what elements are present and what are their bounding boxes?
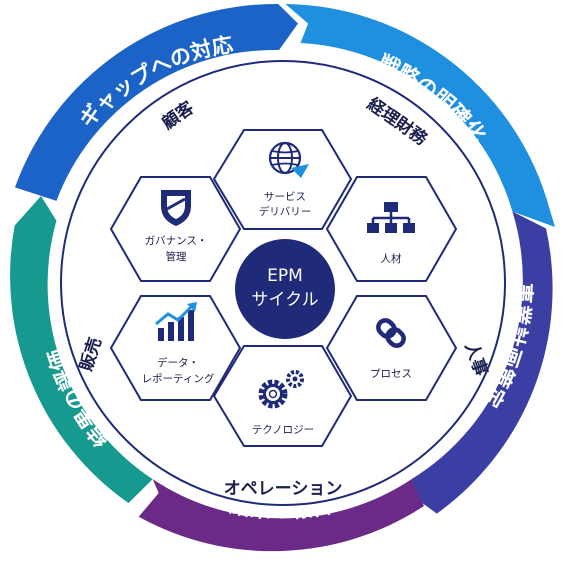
shield-icon <box>161 190 191 226</box>
bar-chart-icon <box>155 302 197 341</box>
org-chart-icon <box>367 202 415 233</box>
center-circle <box>235 239 335 339</box>
center-label-line2: サイクル <box>251 290 318 310</box>
capability-label: 管理 <box>166 250 187 263</box>
cycle-stage-planning-arrow <box>411 211 553 514</box>
capability-label: 人材 <box>381 252 402 265</box>
globe-icon <box>268 141 309 178</box>
capability-label: レポーティング <box>142 372 215 385</box>
center-label-line1: EPM <box>267 266 303 286</box>
capability-label: サービス <box>264 191 306 203</box>
capability-hexagons <box>109 129 458 447</box>
cycle-stage-gap-response-arrow <box>14 4 299 201</box>
gears-icon <box>258 370 304 409</box>
cycle-stage-strategy-arrow <box>285 4 555 228</box>
cycle-stage-report-arrow <box>138 479 424 552</box>
capability-labels: サービス デリバリー 人材 プロセス テクノロジー データ・ レポーティング ガ… <box>142 191 412 436</box>
area-label-operation: オペレーション <box>224 479 343 499</box>
capability-label: ガバナンス・ <box>145 235 208 247</box>
capability-label: デリバリー <box>259 205 312 218</box>
hex-service-delivery <box>212 129 353 230</box>
cycle-ring <box>10 4 555 552</box>
hex-governance <box>109 176 242 282</box>
cycle-stage-evaluation-arrow <box>10 196 153 503</box>
center-hub: EPM サイクル <box>235 239 335 339</box>
hex-process <box>325 295 458 401</box>
capability-label: テクノロジー <box>252 424 314 436</box>
capability-label: データ・ <box>157 356 199 369</box>
capability-label: プロセス <box>370 368 412 380</box>
hex-data-reporting <box>109 295 242 401</box>
